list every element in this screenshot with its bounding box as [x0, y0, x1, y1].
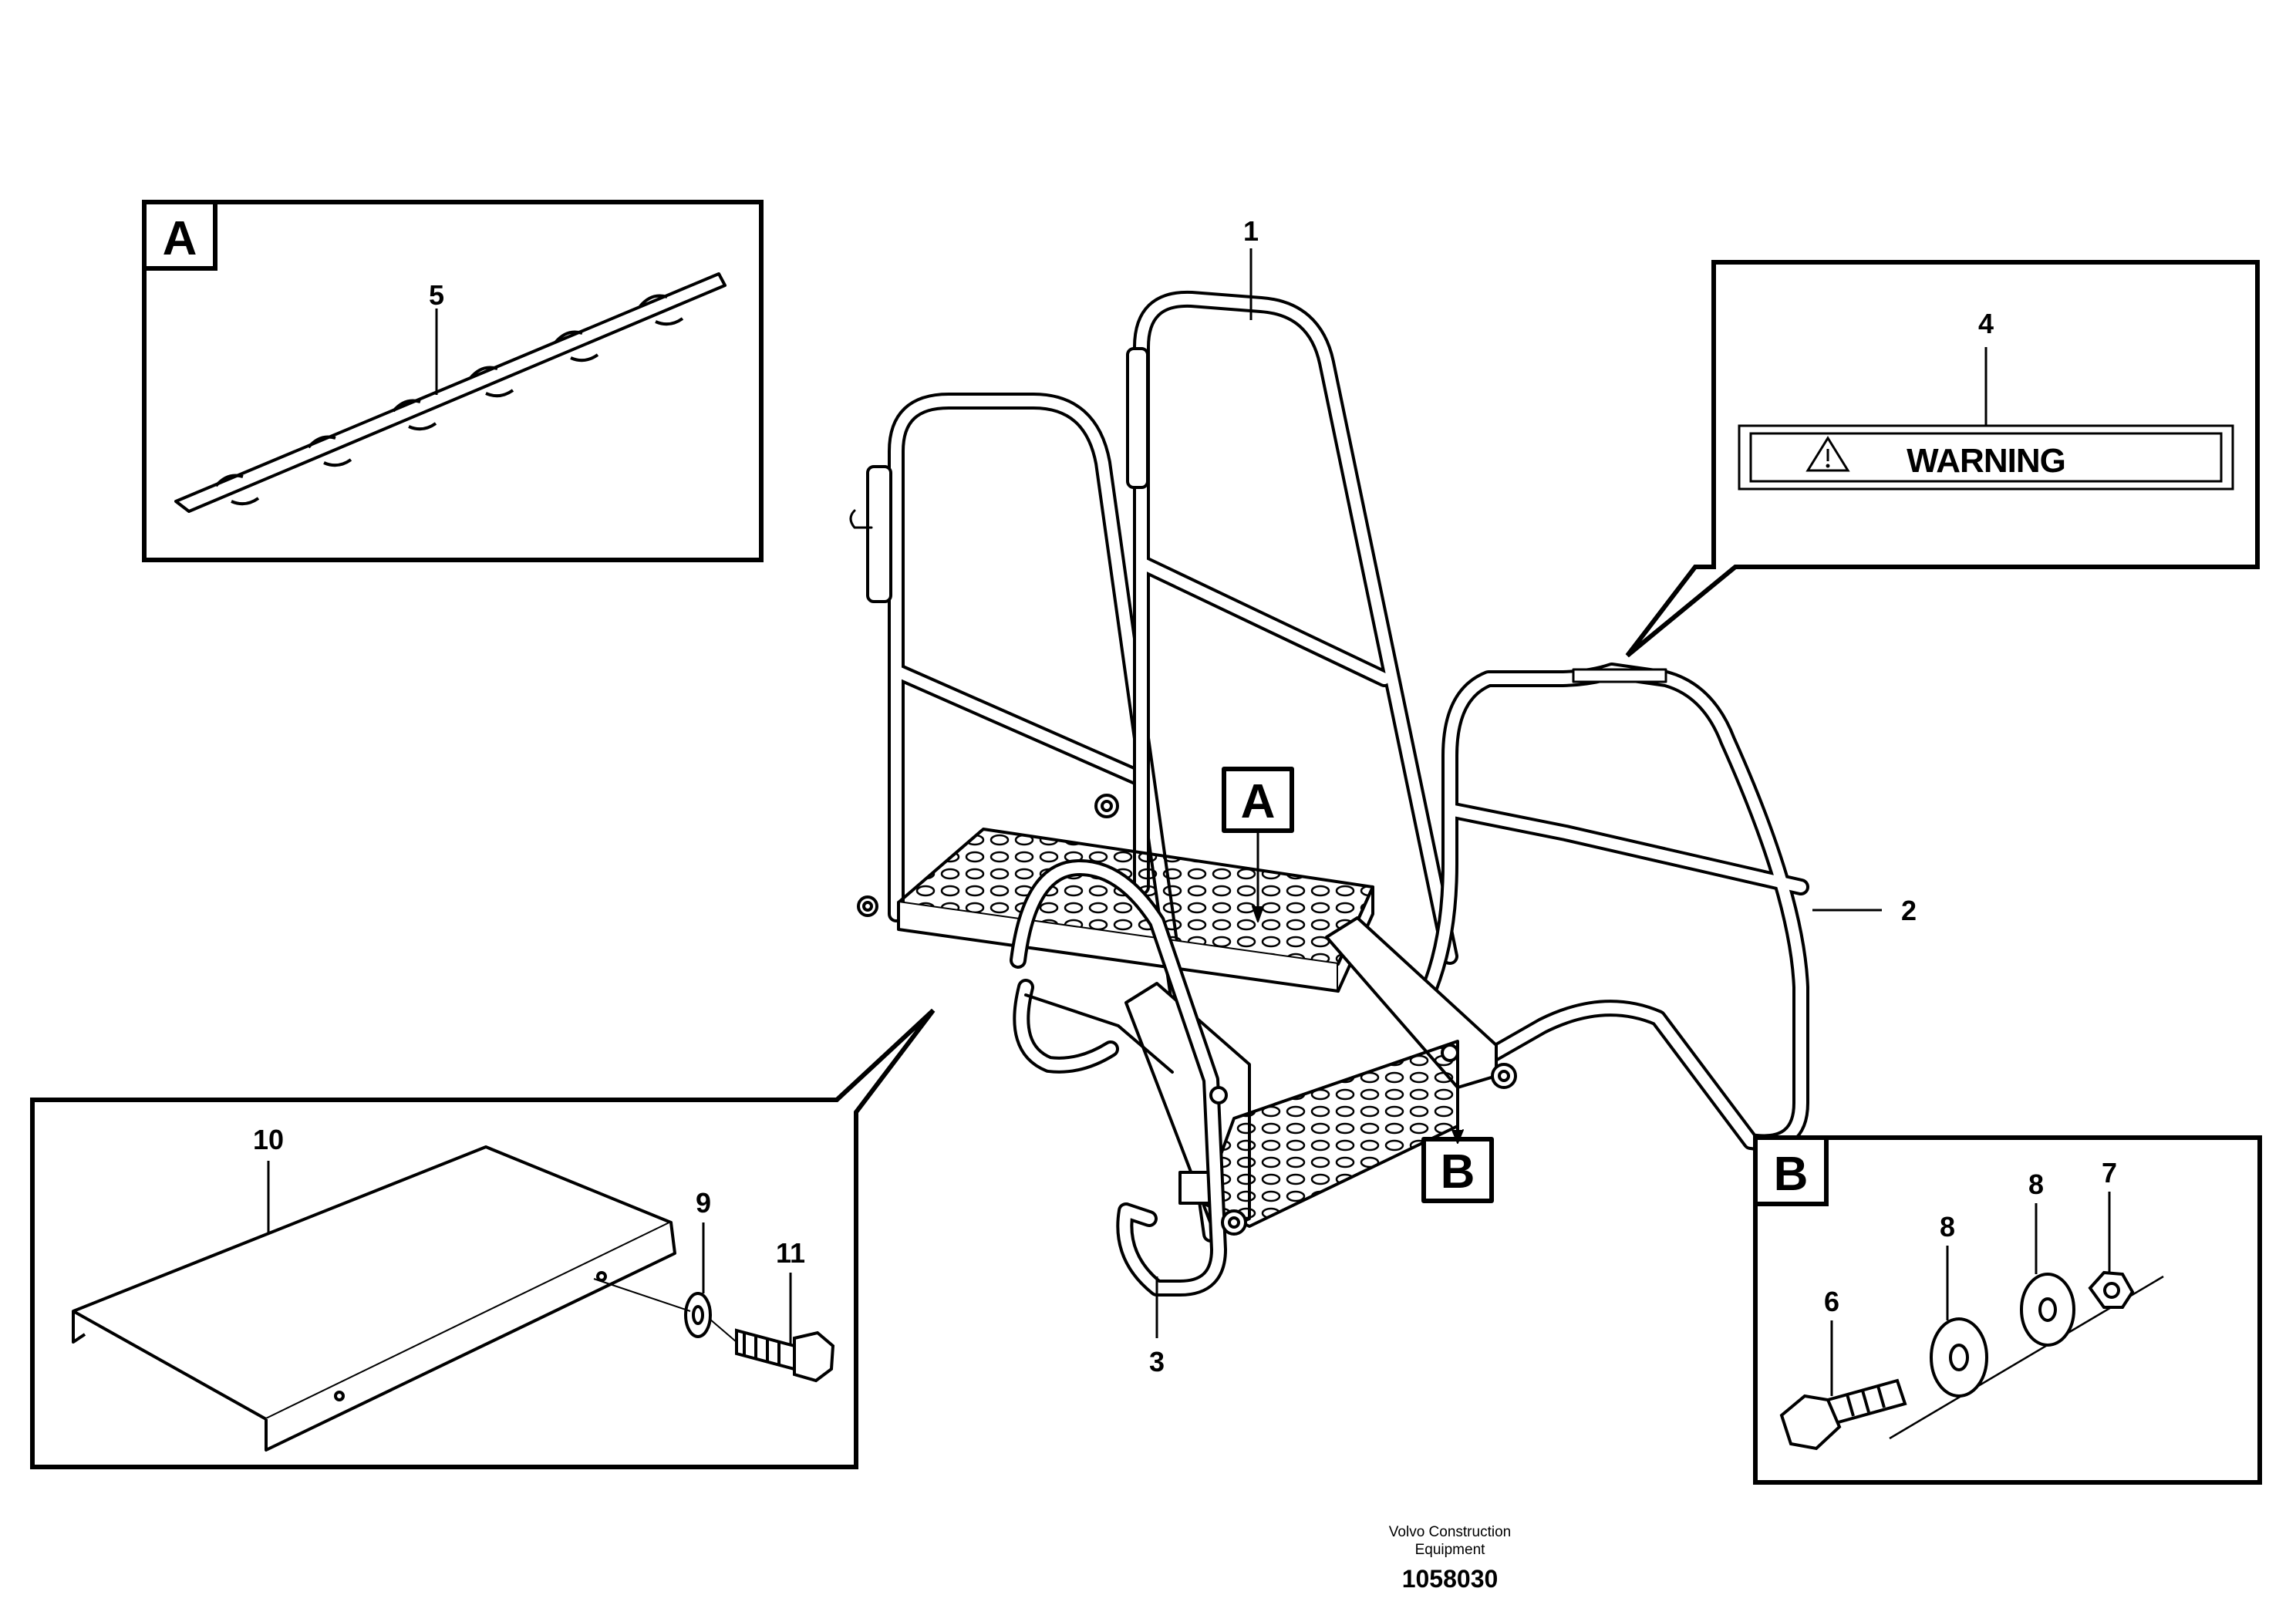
- left-pin: [866, 465, 892, 603]
- callout-5: 5: [429, 279, 444, 311]
- warning-triangle-icon: [1805, 436, 1850, 472]
- detail-box-cover: [30, 1008, 936, 1469]
- callout-11: 11: [776, 1237, 805, 1269]
- washer-8-right: [2020, 1273, 2075, 1347]
- location-marker-a-letter: A: [1241, 775, 1276, 828]
- detail-box-decal: WARNING 4: [1625, 260, 2260, 658]
- callout-9: 9: [696, 1187, 711, 1219]
- brand-line-1: Volvo Construction: [1389, 1524, 1511, 1540]
- location-marker-b: [1421, 1137, 1494, 1203]
- location-marker-a: [1222, 767, 1294, 833]
- bolt-6: [1779, 1378, 1907, 1451]
- detail-box-b: [1753, 1135, 2262, 1485]
- washer-8-left: [1930, 1317, 1988, 1398]
- left-handrail-inner: [891, 396, 1216, 1239]
- location-marker-b-letter: B: [1441, 1145, 1475, 1199]
- center-pin: [1126, 347, 1149, 489]
- detail-box-b-letter: B: [1774, 1148, 1809, 1201]
- detail-box-a: A 5: [142, 200, 764, 562]
- drawing-number: 1058030: [1402, 1565, 1499, 1593]
- callout-6: 6: [1824, 1286, 1839, 1317]
- detail-box-a-letter: A: [163, 212, 197, 265]
- center-handrail: [1133, 290, 1458, 965]
- callout-8a: 8: [1940, 1211, 1955, 1243]
- washer-9: [684, 1292, 712, 1338]
- bolt-11: [735, 1328, 835, 1383]
- callout-1: 1: [1243, 215, 1259, 247]
- callout-7: 7: [2102, 1157, 2117, 1189]
- callout-8b: 8: [2028, 1168, 2044, 1200]
- callout-4: 4: [1978, 308, 1994, 339]
- rollers: [857, 794, 1517, 1236]
- upper-platform: [897, 828, 1374, 993]
- callout-10: 10: [253, 1124, 284, 1155]
- nut-7: [2088, 1270, 2135, 1309]
- cover-plate: [72, 1145, 676, 1452]
- ladder-assembly: [849, 290, 1809, 1297]
- main-callouts: [1155, 248, 1882, 1338]
- warning-decal-text: WARNING: [1907, 442, 2065, 480]
- callout-2: 2: [1901, 895, 1917, 926]
- callout-3: 3: [1149, 1346, 1165, 1378]
- left-handrail: [888, 393, 1219, 1243]
- anti-slip-strip: [174, 272, 727, 513]
- brand-line-2: Equipment: [1415, 1542, 1486, 1558]
